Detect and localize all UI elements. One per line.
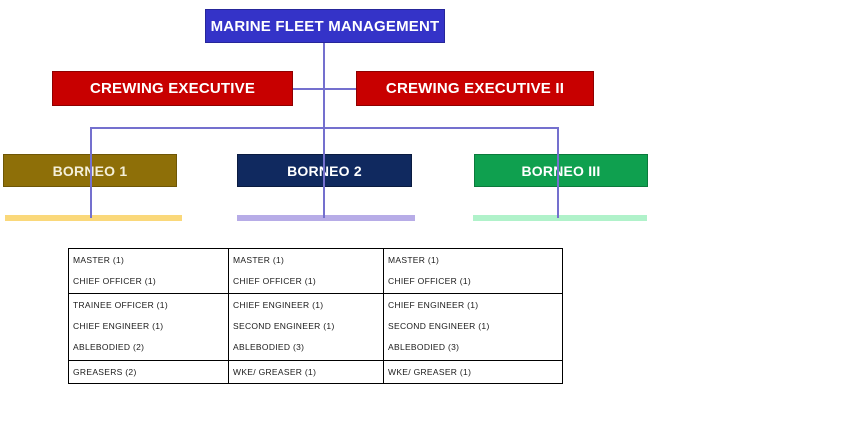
crew-line: CHIEF ENGINEER (1) [388, 300, 479, 310]
crew-line: WKE/ GREASER (1) [388, 367, 472, 377]
crew-cell-borneo-3: CHIEF ENGINEER (1) SECOND ENGINEER (1) A… [383, 293, 563, 361]
node-label: MARINE FLEET MANAGEMENT [210, 17, 440, 35]
crew-line: CHIEF OFFICER (1) [388, 276, 472, 286]
connector-drop-borneo-3 [557, 127, 559, 218]
node-label: BORNEO 1 [52, 162, 128, 179]
connector-executives [293, 88, 356, 90]
crew-line: TRAINEE OFFICER (1) [73, 300, 168, 310]
crew-line: SECOND ENGINEER (1) [388, 321, 490, 331]
crew-cell-borneo-3: WKE/ GREASER (1) [383, 360, 563, 384]
crew-cell-borneo-2: CHIEF ENGINEER (1) SECOND ENGINEER (1) A… [228, 293, 384, 361]
crew-cell-borneo-1: GREASERS (2) [68, 360, 229, 384]
crew-line: CHIEF OFFICER (1) [73, 276, 157, 286]
crew-line: CHIEF OFFICER (1) [233, 276, 317, 286]
node-borneo-iii: BORNEO III [474, 154, 648, 187]
crew-line: ABLEBODIED (3) [388, 342, 460, 352]
crew-line: SECOND ENGINEER (1) [233, 321, 335, 331]
connector-drop-borneo-2 [323, 127, 325, 218]
crew-table-row-greasers: GREASERS (2) WKE/ GREASER (1) WKE/ GREAS… [68, 360, 563, 384]
crew-line: WKE/ GREASER (1) [233, 367, 317, 377]
node-label: BORNEO III [521, 162, 601, 179]
crew-line: CHIEF ENGINEER (1) [73, 321, 164, 331]
crew-cell-borneo-2: MASTER (1) CHIEF OFFICER (1) [228, 248, 384, 294]
node-label: CREWING EXECUTIVE [89, 80, 256, 97]
accent-bar-borneo-2 [237, 215, 415, 221]
crew-cell-borneo-2: WKE/ GREASER (1) [228, 360, 384, 384]
crew-cell-borneo-1: TRAINEE OFFICER (1) CHIEF ENGINEER (1) A… [68, 293, 229, 361]
crew-line: GREASERS (2) [73, 367, 137, 377]
connector-root-drop [323, 43, 325, 128]
crew-table-row-officers: MASTER (1) CHIEF OFFICER (1) MASTER (1) … [68, 248, 563, 294]
node-label: CREWING EXECUTIVE II [385, 80, 565, 97]
crew-table: MASTER (1) CHIEF OFFICER (1) MASTER (1) … [68, 248, 563, 384]
node-crewing-executive: CREWING EXECUTIVE [52, 71, 293, 106]
node-crewing-executive-ii: CREWING EXECUTIVE II [356, 71, 594, 106]
accent-bar-borneo-3 [473, 215, 647, 221]
accent-bar-borneo-1 [5, 215, 182, 221]
connector-drop-borneo-1 [90, 127, 92, 218]
crew-line: CHIEF ENGINEER (1) [233, 300, 324, 310]
crew-line: ABLEBODIED (2) [73, 342, 145, 352]
crew-table-row-engineers: TRAINEE OFFICER (1) CHIEF ENGINEER (1) A… [68, 293, 563, 361]
crew-line: MASTER (1) [233, 255, 285, 265]
crew-line: MASTER (1) [73, 255, 125, 265]
crew-cell-borneo-3: MASTER (1) CHIEF OFFICER (1) [383, 248, 563, 294]
crew-cell-borneo-1: MASTER (1) CHIEF OFFICER (1) [68, 248, 229, 294]
node-marine-fleet-management: MARINE FLEET MANAGEMENT [205, 9, 445, 43]
crew-line: MASTER (1) [388, 255, 440, 265]
crew-line: ABLEBODIED (3) [233, 342, 305, 352]
